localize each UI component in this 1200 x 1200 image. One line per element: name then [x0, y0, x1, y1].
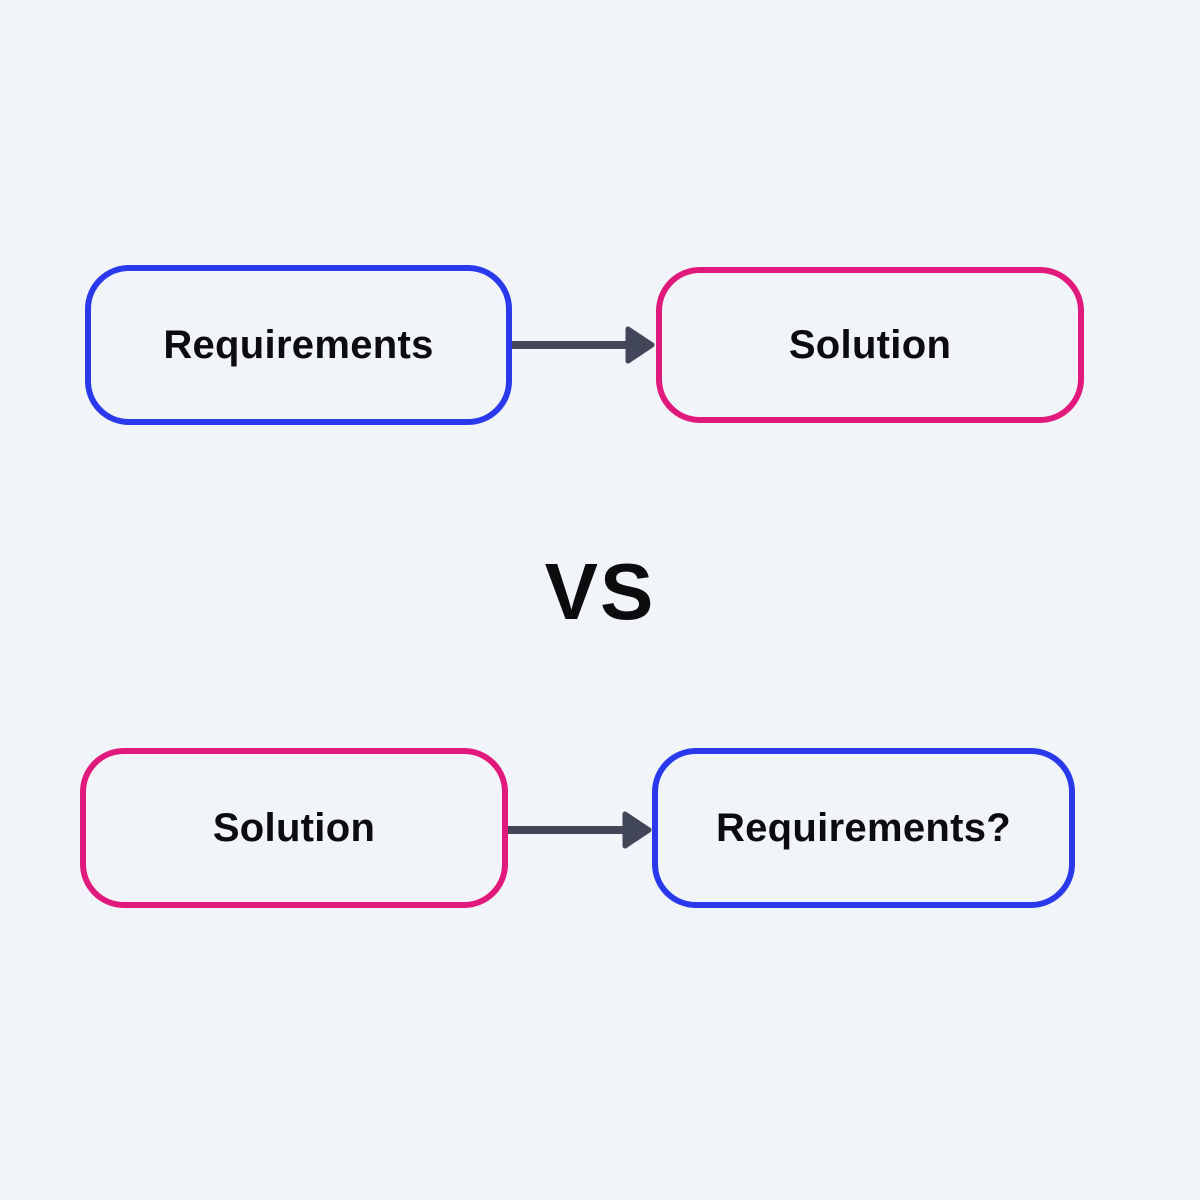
solution-box-label: Solution [788, 322, 952, 367]
arrow-right-icon [512, 321, 655, 374]
requirements-box-label: Requirements [163, 322, 434, 367]
vs-label: VS [544, 547, 656, 636]
solution-box-bottom: Solution [80, 748, 508, 908]
solution-box-bottom-label: Solution [212, 805, 376, 850]
requirements-box: Requirements [85, 265, 512, 425]
solution-box: Solution [656, 267, 1084, 423]
requirements-question-box: Requirements? [652, 748, 1075, 908]
requirements-question-box-label: Requirements? [715, 805, 1012, 850]
arrow-right-icon [508, 806, 652, 859]
